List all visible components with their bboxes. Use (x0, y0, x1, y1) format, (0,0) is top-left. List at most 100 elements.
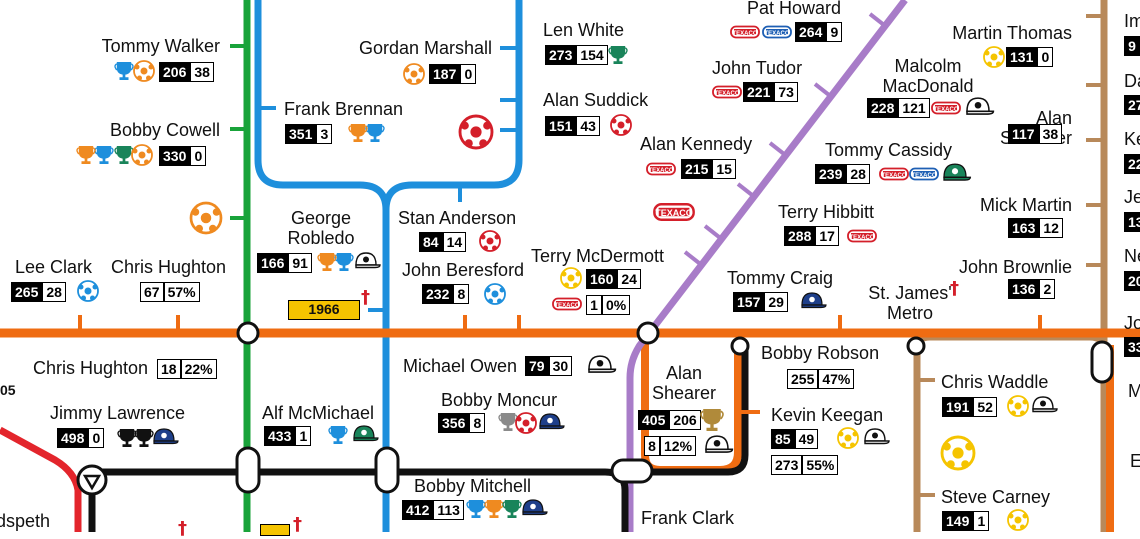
station-label: Da (1124, 71, 1140, 91)
station-label: Tommy Cassidy (825, 140, 953, 160)
station-label: Pat Howard (747, 0, 842, 18)
station-label: dspeth (0, 511, 51, 531)
svg-text:TEXACO: TEXACO (849, 235, 874, 241)
station-label: Chris Hughton (33, 358, 149, 378)
station-label: Bobby Cowell (109, 120, 220, 140)
station-label: Alan Shearer (651, 363, 717, 403)
svg-text:TEXACO: TEXACO (732, 31, 757, 37)
dagger-mark: † (361, 287, 370, 308)
station-label: John Tudor (712, 58, 803, 78)
station-label: Kevin Keegan (771, 405, 884, 425)
station-label: Malcolm MacDonald (882, 56, 974, 96)
station-label: Stan Anderson (398, 208, 517, 228)
football-icon (132, 61, 424, 233)
station-label: Bobby Moncur (441, 390, 558, 410)
stat-box: 22 (1124, 154, 1140, 174)
station-label: Jimmy Lawrence (50, 403, 186, 423)
station-label: John Beresford (402, 260, 525, 280)
station-label: Je (1124, 187, 1140, 207)
station-label: Frank Clark (641, 508, 735, 528)
svg-text:TEXACO: TEXACO (881, 173, 906, 179)
stat-box: 27 (1124, 95, 1140, 115)
station-label: Martin Thomas (952, 23, 1072, 43)
station-label: Ke (1124, 129, 1140, 149)
stat-box: 9 (1124, 36, 1140, 56)
stat-box: 20 (1124, 271, 1140, 291)
station-interchange (236, 321, 260, 345)
year-badge: 1966 (288, 300, 360, 320)
station-label: Tommy Walker (101, 36, 220, 56)
station-label: Alan Kennedy (640, 134, 753, 154)
cap-icon (356, 98, 1057, 452)
station-label: Bobby Mitchell (414, 476, 532, 496)
station-label: Gordan Marshall (358, 38, 492, 58)
station-label: Alf McMichael (262, 403, 375, 423)
station-label: Im (1124, 11, 1140, 31)
station-label: Frank Brennan (284, 99, 404, 119)
trophy-icon (94, 61, 486, 519)
stat-box: 33 (1124, 337, 1140, 357)
station-label: Tommy Craig (727, 268, 834, 288)
football-icon (561, 47, 1028, 530)
texaco-logo (763, 27, 938, 180)
stat-box: 13 (1124, 212, 1140, 232)
station-label: Ne (1124, 246, 1140, 266)
dagger-mark: † (293, 514, 302, 535)
station-label: George Robledo (287, 208, 355, 248)
station-label: Terry McDermott (531, 246, 665, 266)
trophy-icon (117, 428, 154, 448)
station-label: Jo (1124, 313, 1140, 333)
station-label: 05 (0, 382, 16, 398)
football-icon (460, 115, 631, 433)
svg-text:TEXACO: TEXACO (655, 208, 693, 218)
station-label: St. James' Metro (868, 283, 952, 323)
trophy-icon (114, 45, 628, 519)
svg-text:TEXACO: TEXACO (764, 31, 789, 37)
svg-text:TEXACO: TEXACO (933, 107, 958, 113)
purple-line (626, 0, 908, 532)
station-label: Steve Carney (941, 487, 1051, 507)
station-label: John Brownlie (958, 257, 1072, 277)
station-label: Bobby Robson (761, 343, 880, 363)
station-label: Len White (543, 20, 625, 40)
dagger-mark: † (178, 518, 187, 539)
station-label: Lee Clark (15, 257, 93, 277)
station-label: Michael Owen (403, 356, 518, 376)
texaco-logo (553, 27, 960, 310)
